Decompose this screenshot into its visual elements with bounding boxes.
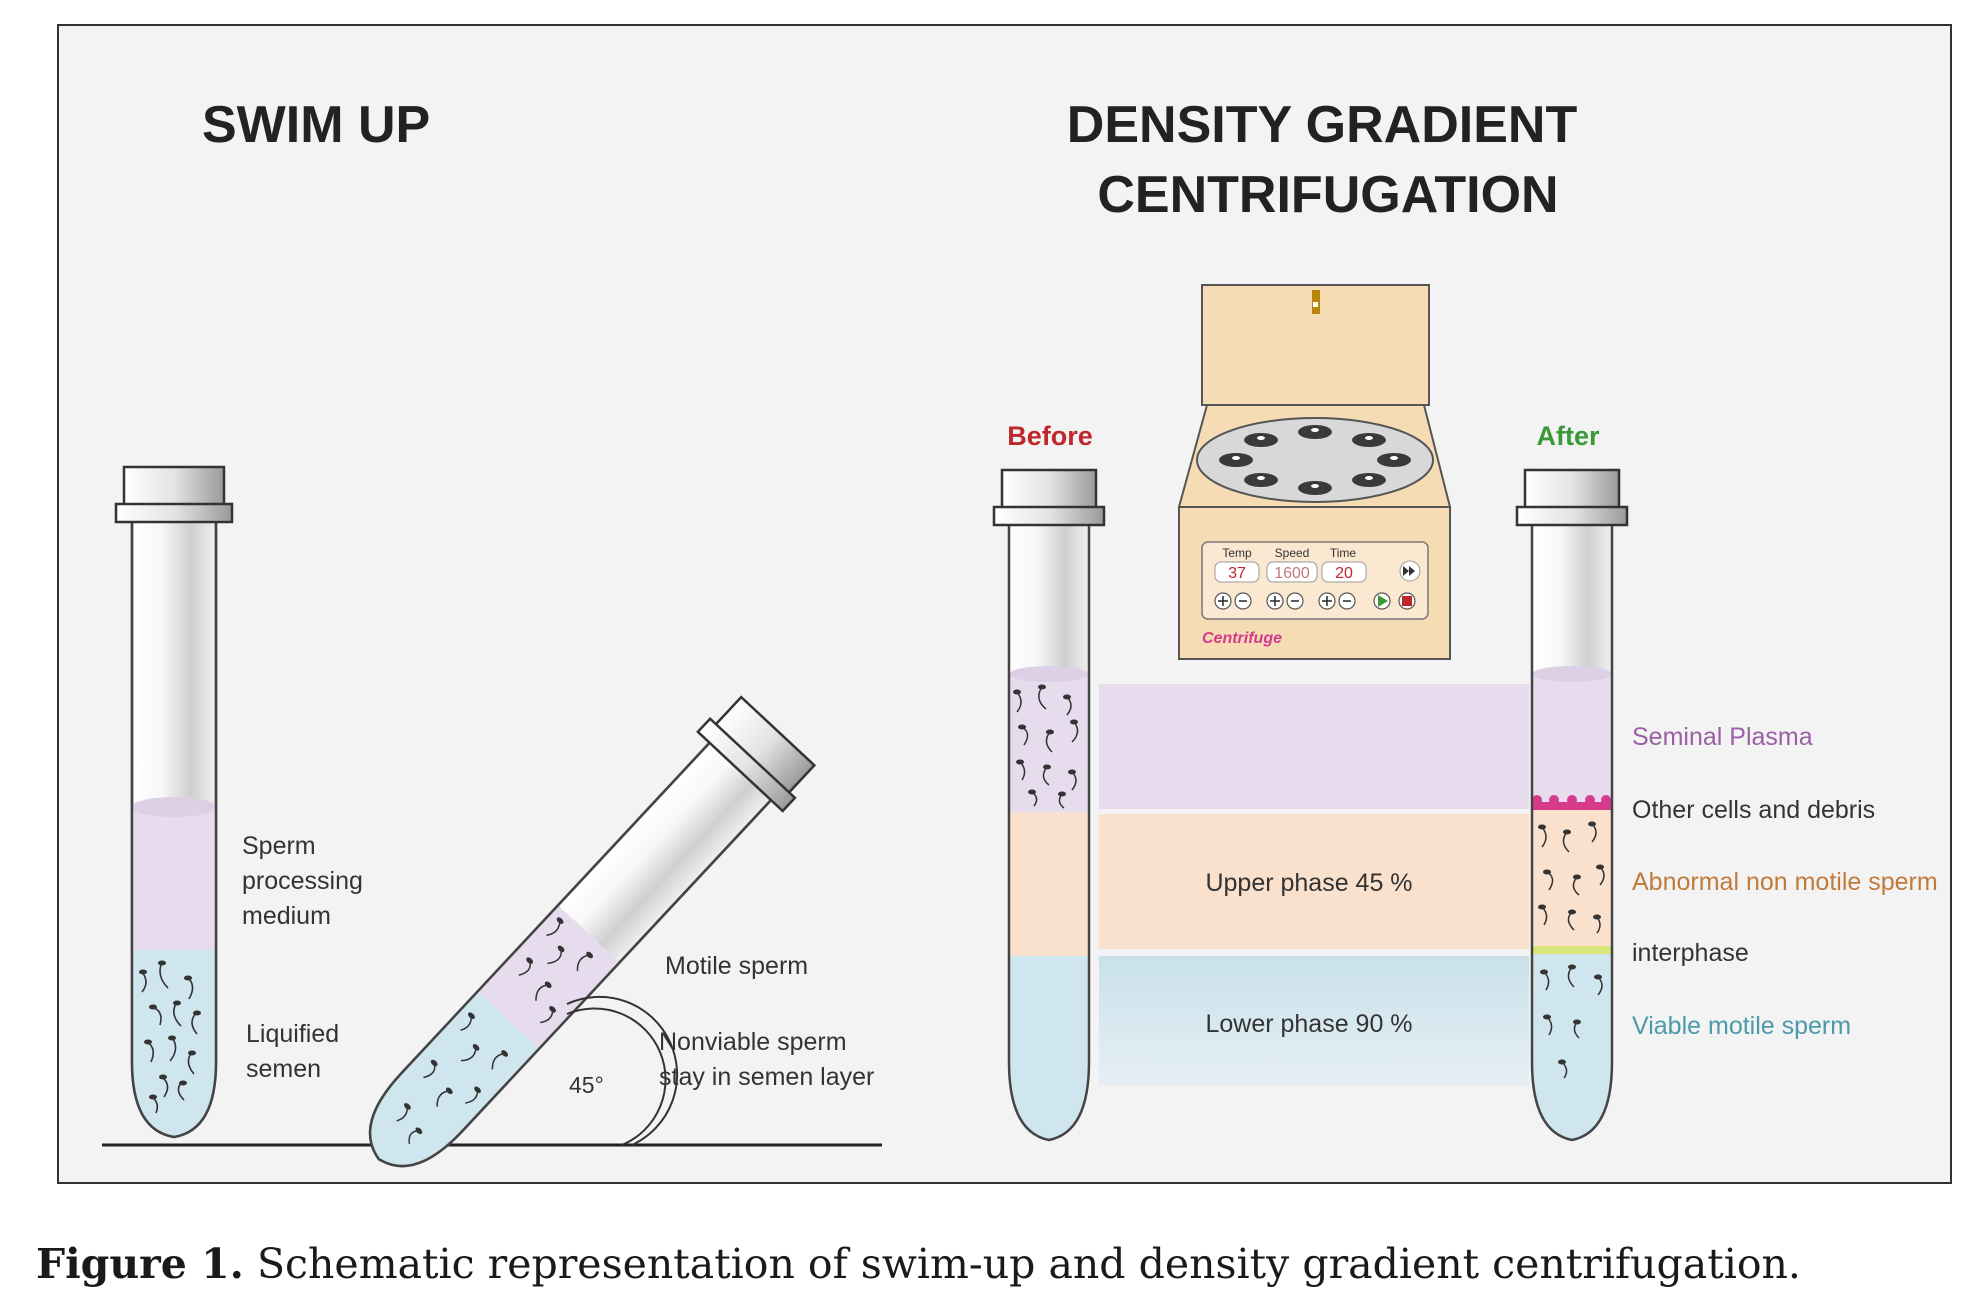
band-lower (1099, 956, 1529, 1086)
figure-caption: Figure 1. Schematic representation of sw… (36, 1240, 1801, 1288)
time-value: 20 (1335, 565, 1353, 582)
swim-up-vertical-tube (114, 465, 234, 1139)
speed-value: 1600 (1274, 565, 1310, 582)
band-plasma (1099, 684, 1529, 809)
label-nonviable-2: stay in semen layer (659, 1063, 874, 1091)
diagram: SWIM UP Sperm processing (102, 96, 1938, 1182)
label-semen-2: semen (246, 1055, 321, 1083)
dgc-title-1: DENSITY GRADIENT (1067, 96, 1578, 154)
angle-label: 45° (569, 1072, 604, 1098)
figure-panel: SWIM UP Sperm processing (57, 24, 1952, 1184)
label-medium-1: Sperm (242, 832, 316, 860)
caption-text: Schematic representation of swim-up and … (243, 1240, 1801, 1288)
layer-viable: Viable motile sperm (1632, 1012, 1851, 1040)
after-label: After (1536, 421, 1599, 451)
upper-phase-label: Upper phase 45 % (1205, 869, 1412, 897)
centrifuge: Temp Speed Time 37 1600 20 Centrifuge (1177, 284, 1452, 660)
layer-interphase: interphase (1632, 939, 1749, 967)
band-upper (1099, 814, 1529, 949)
angle-arc (566, 1007, 667, 1146)
swim-up-tilted-tube (348, 695, 817, 1182)
layer-debris: Other cells and debris (1632, 796, 1875, 824)
layer-seminal-plasma: Seminal Plasma (1632, 723, 1813, 751)
caption-label: Figure 1. (36, 1240, 244, 1288)
before-tube (992, 468, 1106, 1142)
label-motile: Motile sperm (665, 952, 808, 980)
after-tube (1515, 468, 1629, 1142)
debris-band (1532, 795, 1612, 810)
before-label: Before (1007, 421, 1093, 451)
time-label: Time (1330, 546, 1357, 560)
temp-label: Temp (1222, 546, 1252, 560)
centrifuge-brand: Centrifuge (1202, 630, 1282, 647)
label-medium-2: processing (242, 867, 363, 895)
label-nonviable-1: Nonviable sperm (659, 1028, 847, 1056)
layer-abnormal: Abnormal non motile sperm (1632, 868, 1938, 896)
swim-up-title: SWIM UP (202, 96, 430, 154)
lower-phase-label: Lower phase 90 % (1205, 1010, 1412, 1038)
temp-value: 37 (1228, 565, 1246, 582)
play-icon (1378, 595, 1388, 607)
speed-label: Speed (1275, 546, 1310, 560)
label-semen-1: Liquified (246, 1020, 339, 1048)
stop-icon (1402, 596, 1412, 606)
dgc-title-2: CENTRIFUGATION (1097, 166, 1558, 224)
label-medium-3: medium (242, 902, 331, 930)
